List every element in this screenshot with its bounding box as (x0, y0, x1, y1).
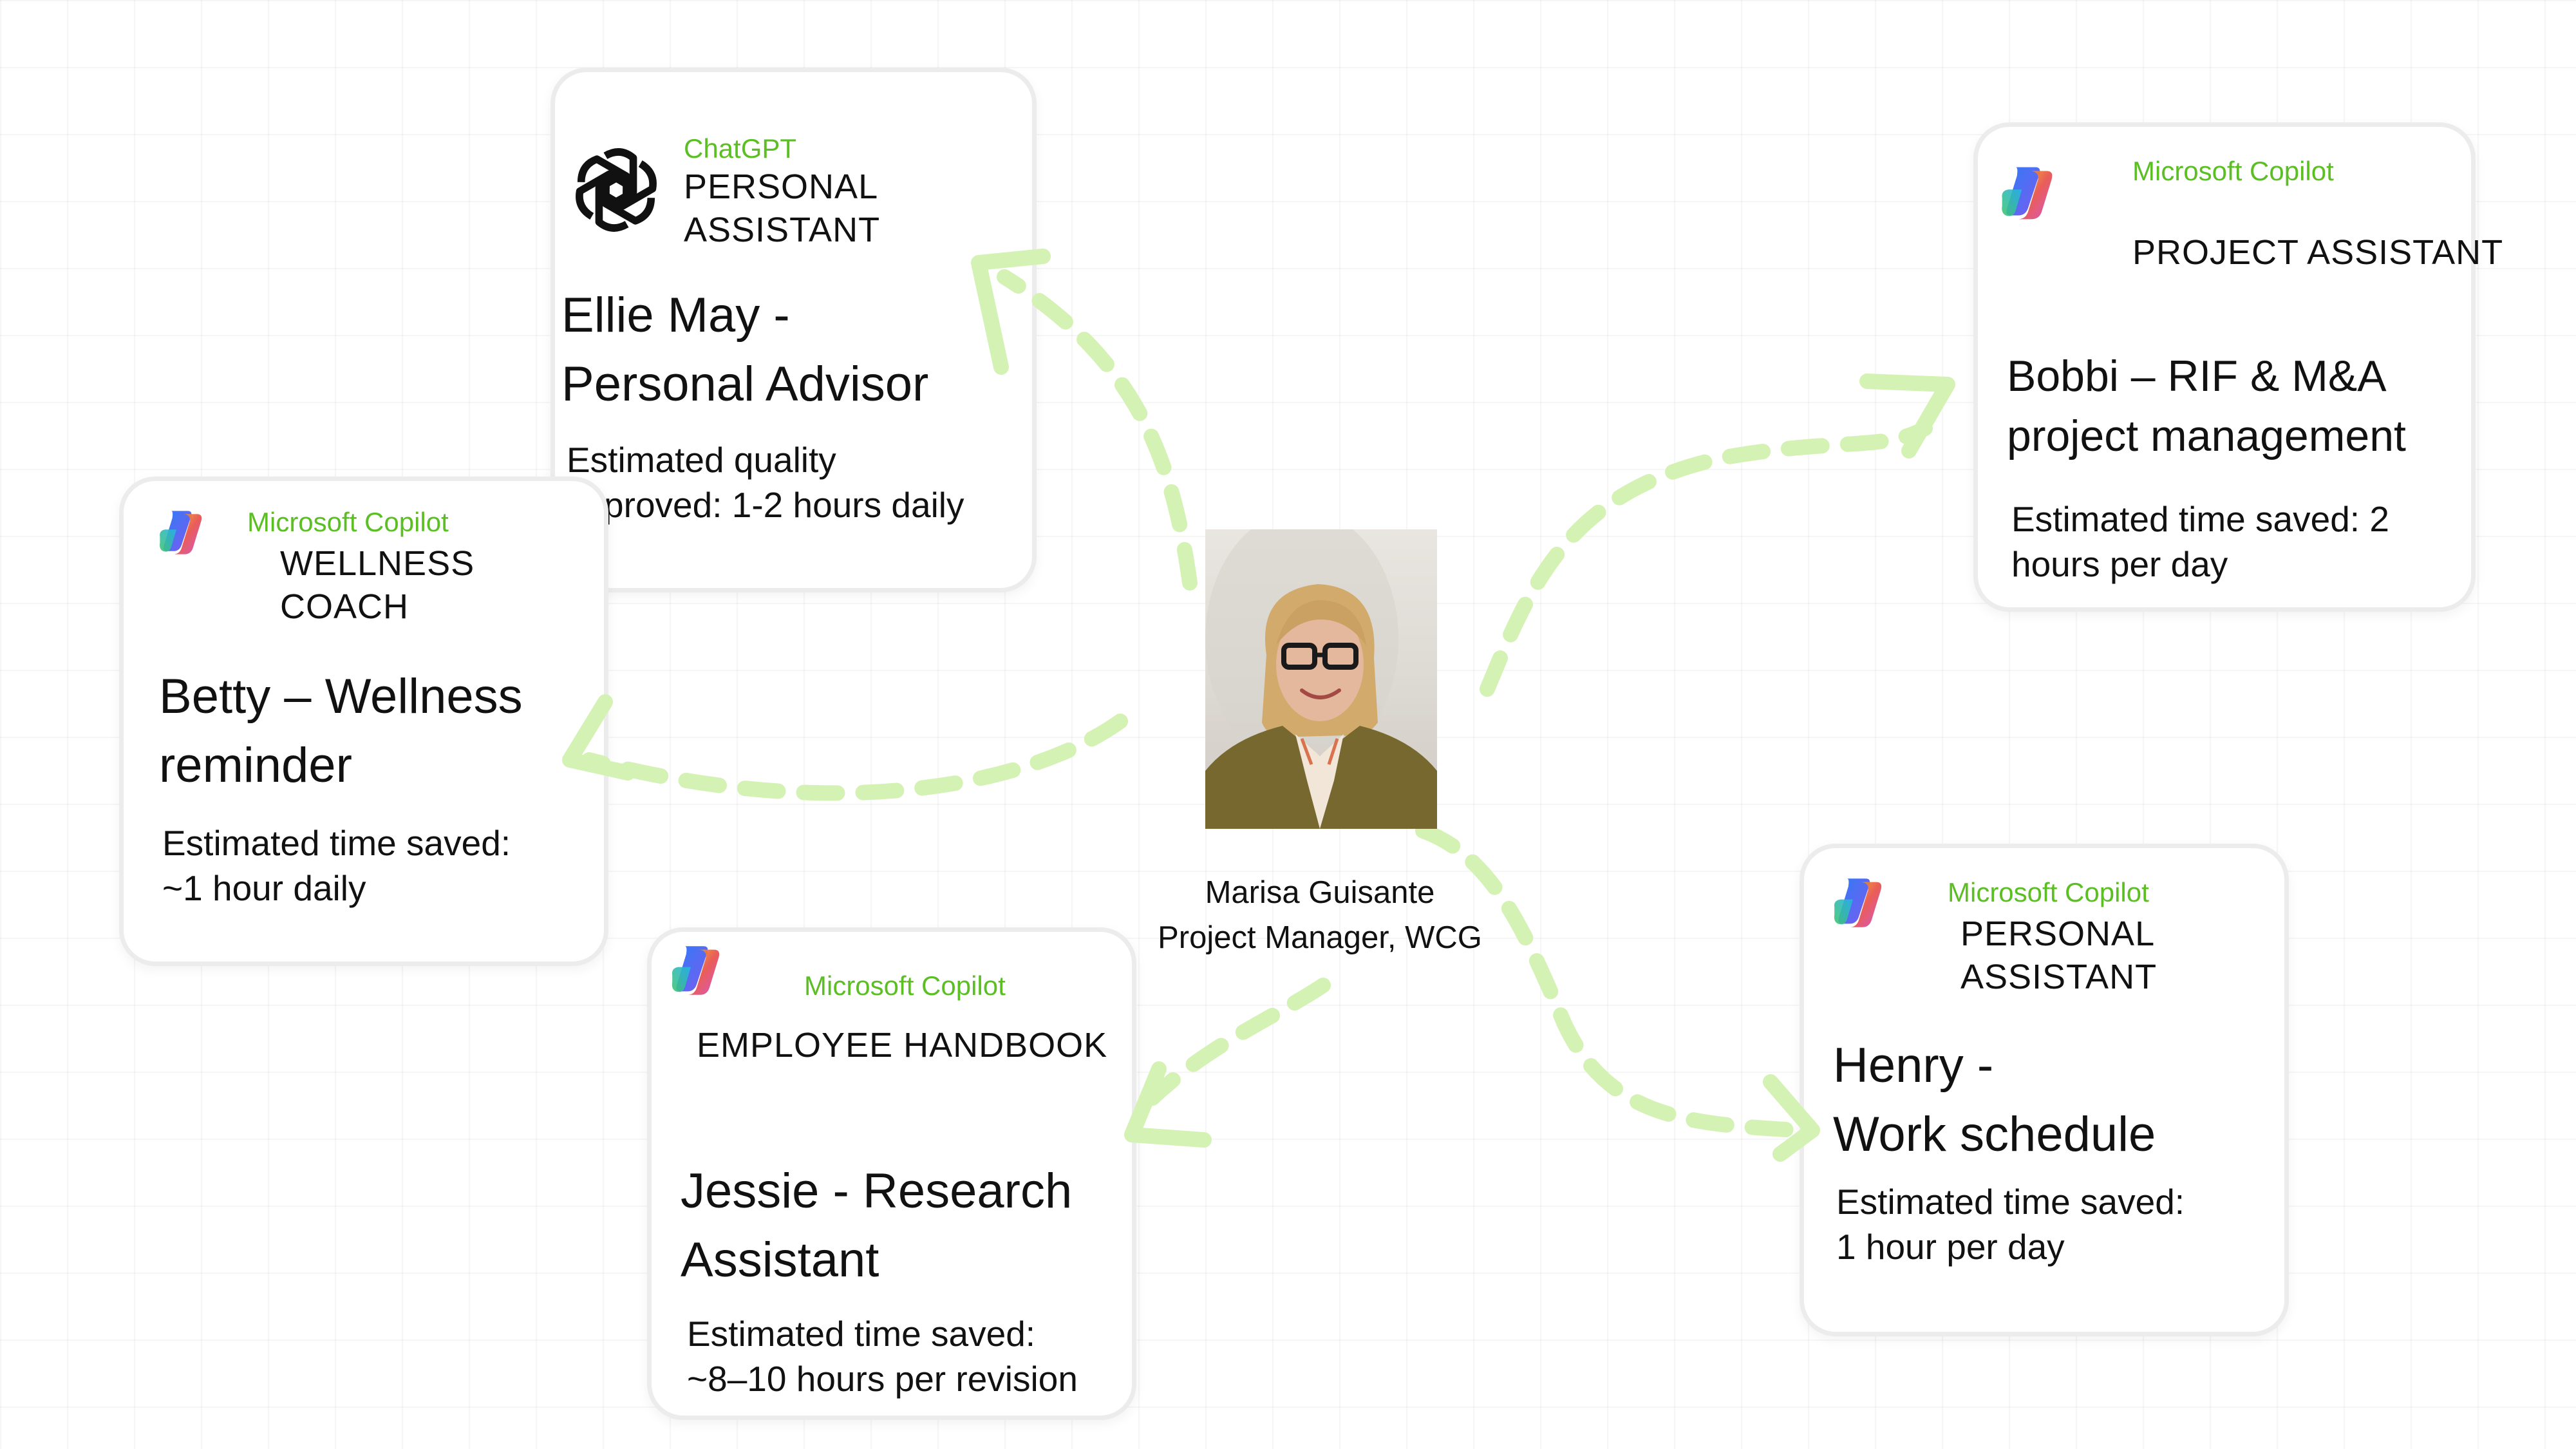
card-title-line1: Henry - (1833, 1038, 1994, 1093)
card-henry[interactable]: Microsoft Copilot PERSONAL ASSISTANT Hen… (1800, 844, 2289, 1336)
card-type-line2: ASSISTANT (1960, 958, 2158, 996)
card-estimate-line2: ~8–10 hours per revision (687, 1359, 1078, 1399)
card-brand: Microsoft Copilot (1948, 877, 2149, 907)
card-type-line1: EMPLOYEE HANDBOOK (697, 1026, 1108, 1065)
arrow-to-jessie (1145, 978, 1331, 1106)
card-title-line1: Betty – Wellness (159, 669, 523, 724)
card-title-line2: Personal Advisor (561, 357, 929, 412)
copilot-icon (1830, 874, 1888, 932)
card-type-line2: COACH (280, 587, 409, 626)
card-estimate-line2: hours per day (2011, 544, 2228, 584)
copilot-icon (668, 942, 726, 999)
copilot-icon (1997, 162, 2059, 224)
card-bobbi[interactable]: Microsoft Copilot PROJECT ASSISTANT Bobb… (1973, 122, 2503, 612)
card-estimate-line1: Estimated quality (567, 440, 836, 480)
card-estimate-line1: Estimated time saved: (1836, 1182, 2185, 1222)
card-estimate-line2: improved: 1-2 hours daily (567, 485, 964, 525)
card-estimate-line1: Estimated time saved: (162, 823, 511, 863)
card-title-line1: Ellie May - (561, 288, 790, 343)
card-estimate-line1: Estimated time saved: 2 (2011, 499, 2389, 539)
card-brand: Microsoft Copilot (247, 507, 449, 537)
card-title-line2: Work schedule (1833, 1107, 2156, 1162)
card-brand: Microsoft Copilot (804, 971, 1006, 1001)
card-type-line1: PERSONAL (684, 167, 879, 206)
arrow-to-betty (581, 714, 1128, 801)
arrowhead-bobbi (1859, 374, 1955, 459)
card-estimate-line2: 1 hour per day (1836, 1227, 2065, 1267)
copilot-icon (156, 507, 207, 558)
person-name: Marisa Guisante (1205, 875, 1435, 910)
person-role: Project Manager, WCG (1158, 920, 1482, 955)
card-betty[interactable]: Microsoft Copilot WELLNESS COACH Betty –… (119, 477, 608, 966)
portrait-photo (1205, 529, 1437, 829)
card-ellie-may[interactable]: ChatGPT PERSONAL ASSISTANT Ellie May - P… (550, 68, 1037, 592)
card-title-line2: project management (2007, 412, 2406, 460)
card-estimate-line2: ~1 hour daily (162, 868, 366, 908)
card-brand: Microsoft Copilot (2132, 156, 2334, 186)
card-type-line2: ASSISTANT (684, 211, 881, 249)
card-brand: ChatGPT (684, 133, 797, 164)
card-jessie[interactable]: Microsoft Copilot EMPLOYEE HANDBOOK Jess… (647, 927, 1136, 1420)
card-title-line1: Bobbi – RIF & M&A (2007, 352, 2387, 401)
card-type-line1: PERSONAL (1960, 914, 2156, 953)
card-type-line1: PROJECT ASSISTANT (2132, 233, 2504, 272)
card-title-line2: reminder (159, 738, 352, 793)
card-estimate-line1: Estimated time saved: (687, 1314, 1036, 1354)
card-title-line2: Assistant (681, 1233, 879, 1287)
arrowhead-jessie (1124, 1061, 1212, 1148)
portrait-illustration (1205, 529, 1437, 829)
openai-icon (576, 148, 657, 232)
arrow-to-bobbi (1480, 421, 1933, 697)
card-type-line1: WELLNESS (280, 544, 475, 583)
card-title-line1: Jessie - Research (681, 1164, 1073, 1218)
